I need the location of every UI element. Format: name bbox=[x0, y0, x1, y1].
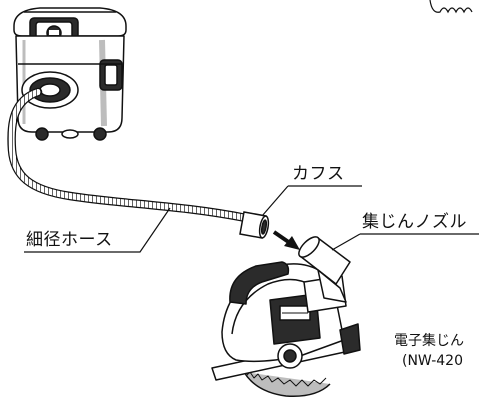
vacuum-cleaner-icon bbox=[13, 7, 127, 141]
cuff-label: カフス bbox=[292, 164, 345, 184]
circular-saw-icon bbox=[211, 261, 361, 397]
model-code-label: (NW-420 bbox=[402, 353, 463, 369]
leader-lines bbox=[24, 185, 479, 253]
hose bbox=[7, 87, 251, 223]
cuff bbox=[239, 211, 270, 239]
cuff-leader bbox=[261, 185, 362, 217]
dust-nozzle bbox=[298, 236, 351, 303]
arrow-icon bbox=[272, 230, 300, 250]
model-name-label: 電子集じん bbox=[394, 333, 464, 349]
partial-figure-top-right bbox=[429, 0, 473, 14]
nozzle-leader bbox=[331, 233, 479, 251]
hose-leader bbox=[24, 207, 171, 253]
hose-label: 細径ホース bbox=[26, 230, 113, 250]
nozzle-label: 集じんノズル bbox=[362, 212, 467, 232]
